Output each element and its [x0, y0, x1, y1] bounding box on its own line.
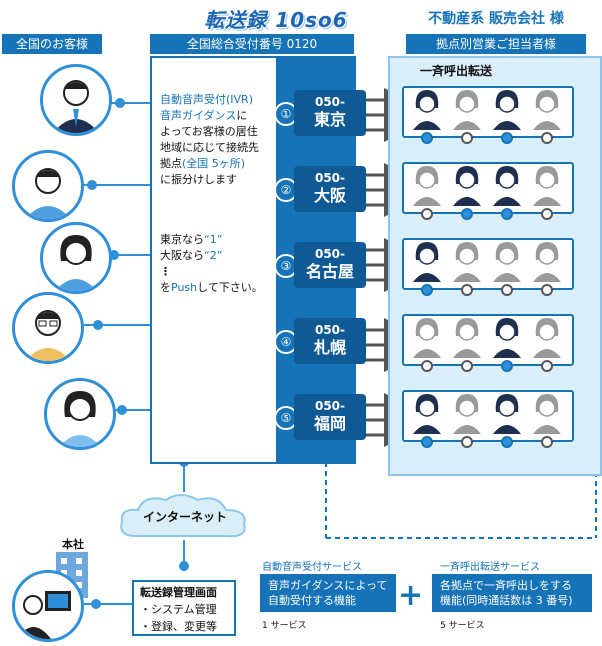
ivr-line4: 地域に応じて接続先	[160, 141, 259, 154]
ivr-line6: に振分けします	[160, 173, 237, 186]
operator-inactive-icon	[453, 394, 481, 448]
logo: 転送録 10so6	[204, 8, 348, 32]
branch-code: 050-	[314, 171, 346, 185]
customers-header: 全国のお客様	[2, 34, 102, 54]
customer-avatar-2	[12, 150, 84, 222]
operator-active-icon	[493, 318, 521, 372]
operator-inactive-icon	[453, 90, 481, 144]
hq-operator-avatar	[12, 570, 84, 642]
man-casual-icon	[25, 168, 71, 219]
internet-cloud-icon	[120, 494, 246, 538]
branch-header: 拠点別営業ご担当者様	[406, 34, 586, 54]
push-tokyo-num: “1”	[204, 233, 223, 246]
broadcast-label: 一斉呼出転送	[420, 64, 493, 78]
customer-avatar-4	[12, 292, 84, 364]
push-dots: ⋮	[160, 265, 171, 278]
branch-phone-box-5: 050-福岡	[294, 394, 366, 440]
operator-inactive-icon	[533, 166, 561, 220]
customer-avatar-5	[44, 378, 116, 450]
push-c: して下さい。	[197, 281, 263, 294]
internet-label: インターネット	[142, 510, 227, 524]
reception-header: 全国総合受付番号 0120	[150, 34, 354, 54]
push-osaka-num: “2”	[204, 249, 223, 262]
operator-active-icon	[453, 166, 481, 220]
company-title: 不動産系 販売会社 様	[428, 11, 564, 27]
admin-title: 転送録管理画面	[140, 586, 217, 599]
customer-avatar-1	[40, 64, 112, 136]
branch-phone-box-2: 050-大阪	[294, 166, 366, 212]
operator-active-icon	[493, 394, 521, 448]
operator-inactive-icon	[533, 394, 561, 448]
branch-phone-box-3: 050-名古屋	[294, 242, 366, 288]
ivr-line5a: 拠点	[160, 157, 182, 170]
operator-inactive-icon	[493, 242, 521, 296]
woman-icon	[55, 235, 97, 291]
computer-operator-icon	[17, 591, 71, 639]
branch-city: 大阪	[313, 186, 346, 205]
businessman-icon	[53, 80, 99, 133]
plus-sign: +	[398, 578, 424, 613]
ivr-service-count: 1 サービス	[262, 621, 307, 631]
operator-inactive-icon	[453, 242, 481, 296]
operator-active-icon	[493, 166, 521, 220]
ivr-line3: よってお客様の居住	[160, 125, 258, 138]
branch-city: 名古屋	[305, 262, 354, 281]
ivr-line1: 自動音声受付(IVR)	[160, 93, 253, 106]
branch-city: 東京	[313, 110, 346, 129]
hq-label: 本社	[62, 538, 84, 551]
ivr-line2a: 音声ガイダンス	[160, 109, 237, 122]
branch-code: 050-	[314, 399, 346, 413]
push-tokyo-prefix: 東京なら	[160, 233, 204, 246]
branch-code: 050-	[314, 247, 346, 261]
operator-inactive-icon	[533, 318, 561, 372]
branch-code: 050-	[314, 323, 346, 337]
push-b: Push	[171, 281, 198, 294]
operator-active-icon	[413, 90, 441, 144]
broadcast-service-box: 各拠点で一斉呼出しをする 機能(同時通話数は 3 番号)	[432, 574, 592, 612]
man-glasses-icon	[25, 310, 71, 361]
customer-avatar-3	[40, 222, 112, 294]
operator-active-icon	[413, 394, 441, 448]
ivr-description: 自動音声受付(IVR) 音声ガイダンスに よってお客様の居住 地域に応じて接続先…	[160, 92, 278, 188]
branch-phone-box-4: 050-札幌	[294, 318, 366, 364]
broadcast-service-count: 5 サービス	[440, 621, 485, 631]
broadcast-service-label: 一斉呼出転送サービス	[440, 562, 540, 573]
ivr-service-label: 自動音声受付サービス	[262, 562, 362, 573]
broadcast-service-desc1: 各拠点で一斉呼出しをする	[440, 579, 572, 592]
admin-panel: 転送録管理画面 ・システム管理 ・登録、変更等	[132, 580, 236, 636]
ivr-service-desc2: 自動受付する機能	[268, 594, 356, 607]
ivr-service-desc1: 音声ガイダンスによって	[268, 579, 388, 592]
operator-inactive-icon	[413, 166, 441, 220]
operator-inactive-icon	[533, 242, 561, 296]
admin-item-register: ・登録、変更等	[140, 620, 217, 633]
admin-item-system: ・システム管理	[140, 603, 217, 616]
push-a: を	[160, 281, 171, 294]
branch-code: 050-	[314, 95, 346, 109]
push-osaka-prefix: 大阪なら	[160, 249, 204, 262]
ivr-line5b: (全国 5ヶ所)	[182, 157, 246, 170]
branch-phone-box-1: 050-東京	[294, 90, 366, 136]
operator-inactive-icon	[533, 90, 561, 144]
operator-inactive-icon	[453, 318, 481, 372]
operator-inactive-icon	[413, 318, 441, 372]
push-instructions: 東京なら“1” 大阪なら“2” ⋮ をPushして下さい。	[160, 232, 280, 296]
ivr-line2b: に	[236, 109, 248, 122]
branch-city: 福岡	[313, 414, 346, 433]
woman-phone-icon	[59, 391, 101, 447]
branch-city: 札幌	[313, 338, 346, 357]
operator-active-icon	[413, 242, 441, 296]
operator-active-icon	[493, 90, 521, 144]
broadcast-service-desc2: 機能(同時通話数は 3 番号)	[440, 594, 573, 607]
ivr-service-box: 音声ガイダンスによって 自動受付する機能	[260, 574, 396, 612]
